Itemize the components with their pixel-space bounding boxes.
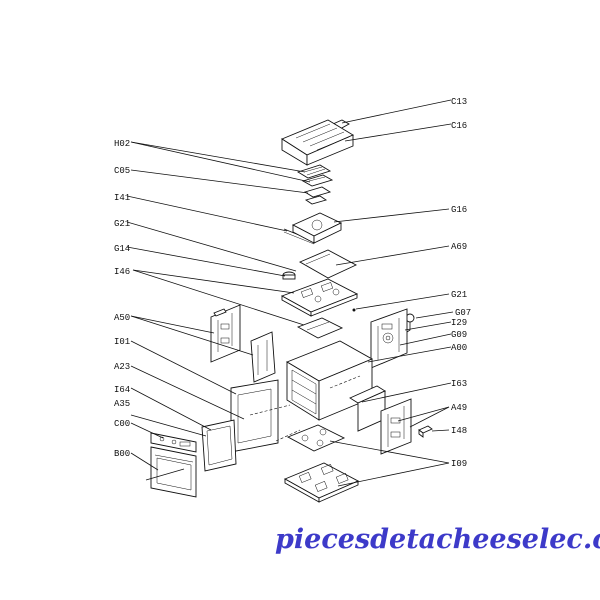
part-i29-g09: [370, 308, 408, 369]
part-g16: [291, 212, 343, 244]
label-c16: C16: [451, 121, 467, 131]
label-g16: G16: [451, 205, 467, 215]
label-c05: C05: [114, 166, 130, 176]
part-h02-c05: [296, 164, 334, 205]
label-g21-top: G21: [114, 219, 130, 229]
part-g14: [282, 271, 296, 280]
part-i09: [283, 424, 360, 503]
part-i64: [201, 419, 237, 472]
part-i48: [418, 425, 433, 438]
label-a00: A00: [451, 343, 467, 353]
part-a69: [298, 249, 358, 279]
label-i41: I41: [114, 193, 130, 203]
label-h02: H02: [114, 139, 130, 149]
label-b00: B00: [114, 449, 130, 459]
label-i63: I63: [451, 379, 467, 389]
label-a50: A50: [114, 313, 130, 323]
label-a23: A23: [114, 362, 130, 372]
label-g09: G09: [451, 330, 467, 340]
label-i09: I09: [451, 459, 467, 469]
part-labels: C13 C16 H02 C05 I41 G16 G21 G14 A69 I46 …: [114, 97, 471, 469]
label-a49: A49: [451, 403, 467, 413]
label-i48: I48: [451, 426, 467, 436]
watermark-text: piecesdetacheeselec.com: [275, 524, 600, 555]
part-i46-bracket: [296, 317, 344, 339]
leader-lines: [126, 99, 454, 487]
part-i63: [349, 385, 386, 432]
label-c00: C00: [114, 419, 130, 429]
label-i64: I64: [114, 385, 130, 395]
part-i46-g21: [280, 278, 359, 317]
label-i01: I01: [114, 337, 130, 347]
part-a50: [210, 304, 276, 383]
label-g07: G07: [455, 308, 471, 318]
label-i46: I46: [114, 267, 130, 277]
part-a00-cavity: [285, 340, 374, 421]
label-g21-mid: G21: [451, 290, 467, 300]
label-a69: A69: [451, 242, 467, 252]
part-a49: [380, 398, 412, 455]
label-a35: A35: [114, 399, 130, 409]
label-g14: G14: [114, 244, 130, 254]
label-c13: C13: [451, 97, 467, 107]
part-c16: [281, 119, 354, 166]
label-i29: I29: [451, 318, 467, 328]
